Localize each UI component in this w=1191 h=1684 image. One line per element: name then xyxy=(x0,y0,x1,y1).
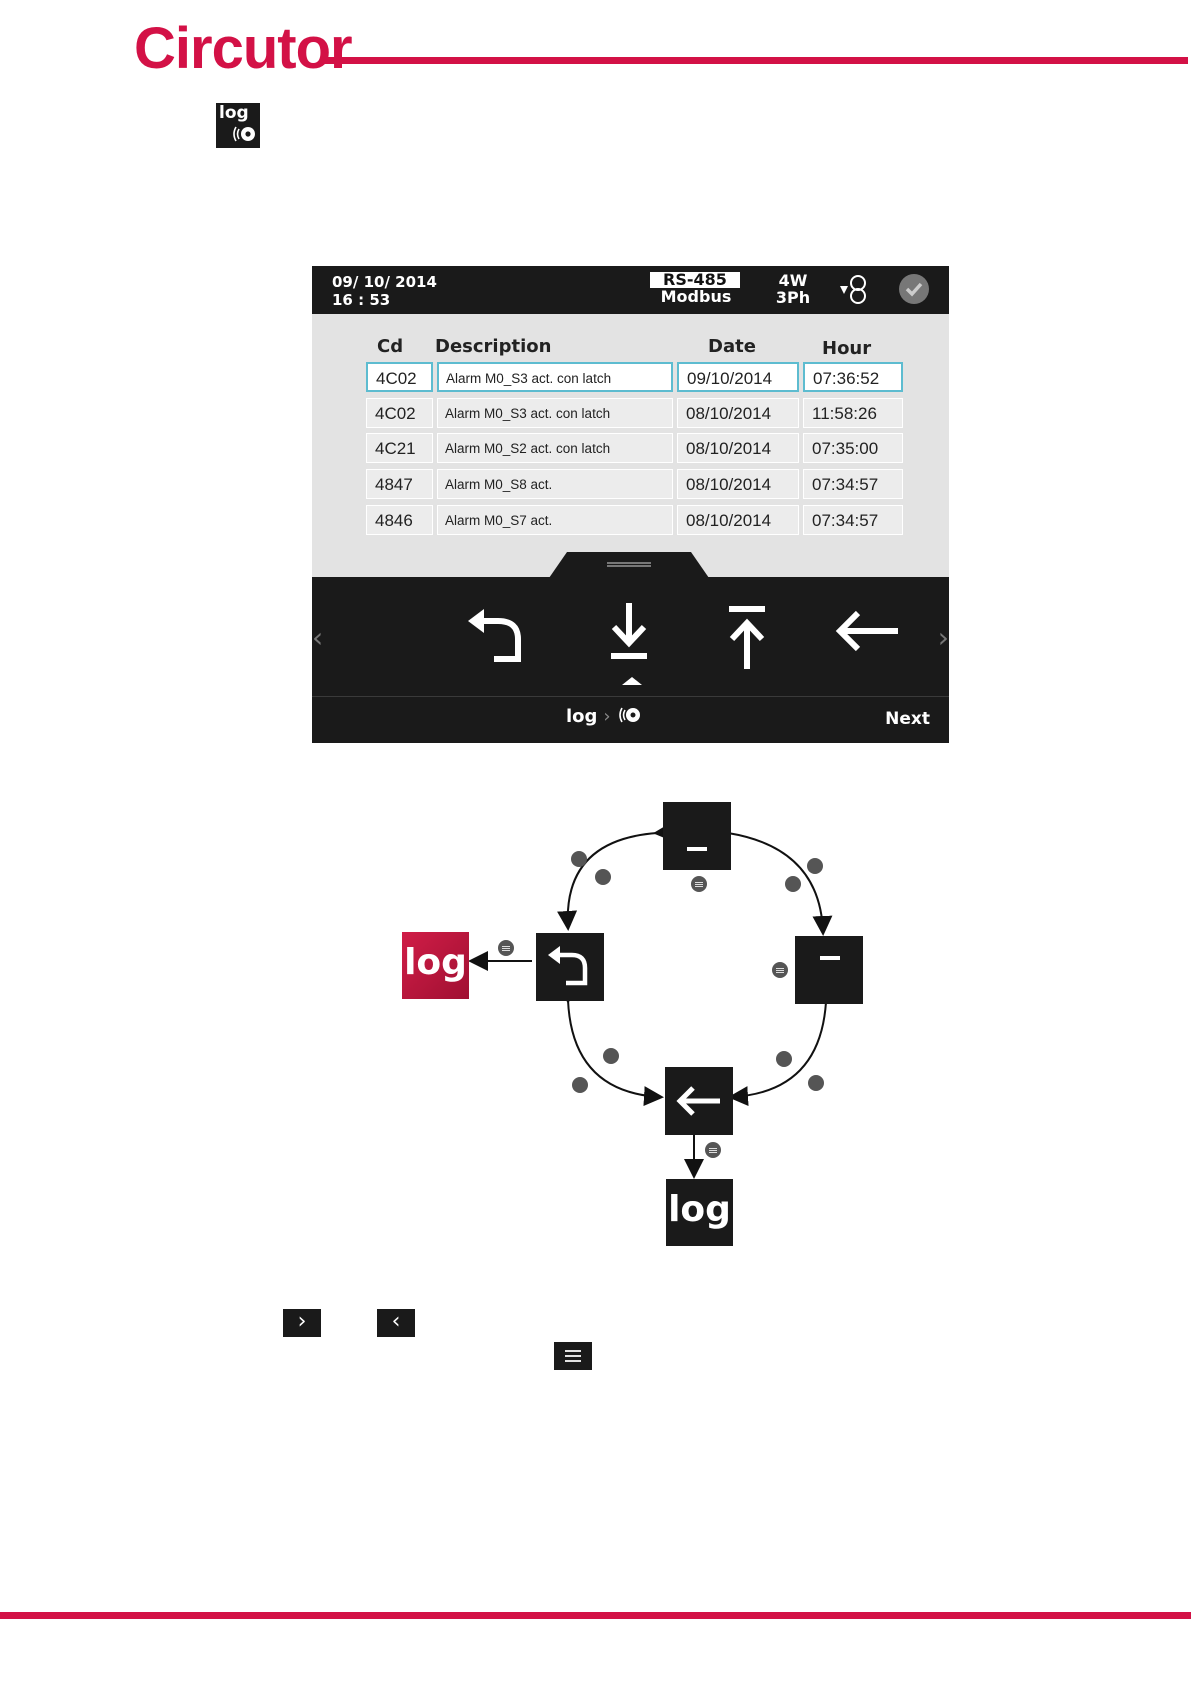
status-bar: 09/ 10/ 2014 16 : 53 RS-485 Modbus 4W 3P… xyxy=(312,266,949,314)
breadcrumb: log› xyxy=(566,706,643,727)
brand-logo: Circutor xyxy=(134,16,353,81)
col-header-description: Description xyxy=(435,336,552,357)
cell-date: 09/10/2014 xyxy=(677,362,799,392)
key-dot xyxy=(571,851,587,867)
log-storage-icon xyxy=(618,707,640,723)
wiring-phases: 3Ph xyxy=(775,288,811,307)
log-badge-label: log xyxy=(219,103,249,123)
key-dot xyxy=(808,1075,824,1091)
log-storage-icon xyxy=(233,126,255,142)
cell-date: 08/10/2014 xyxy=(677,505,799,535)
caret-up-icon xyxy=(622,677,642,685)
arc-top-left xyxy=(557,821,674,931)
wiring-indicator: 4W 3Ph xyxy=(772,272,814,306)
go-to-bottom-icon[interactable] xyxy=(594,601,664,671)
return-tile xyxy=(536,933,604,1001)
col-header-hour: Hour xyxy=(822,338,872,359)
breadcrumb-root: log xyxy=(566,706,598,727)
log-tile-left: log xyxy=(402,932,469,999)
col-header-date: Date xyxy=(708,336,756,357)
cell-hour: 07:34:57 xyxy=(803,469,903,499)
key-dot xyxy=(776,1051,792,1067)
status-date: 09/ 10/ 2014 xyxy=(332,273,437,291)
return-icon xyxy=(548,946,588,986)
menu-icon xyxy=(565,1350,581,1362)
menu-key-dot xyxy=(498,940,514,956)
device-screen: 09/ 10/ 2014 16 : 53 RS-485 Modbus 4W 3P… xyxy=(312,266,949,743)
back-arrow-icon xyxy=(676,1086,720,1116)
go-to-bottom-tile xyxy=(663,802,731,870)
go-to-top-icon[interactable] xyxy=(712,601,782,671)
check-circle-icon xyxy=(899,274,929,304)
wiring-wires: 4W xyxy=(778,271,808,290)
cell-date: 08/10/2014 xyxy=(677,398,799,428)
scroll-right-icon[interactable]: › xyxy=(937,621,949,654)
protocol-indicator: RS-485 Modbus xyxy=(648,272,744,305)
cell-cd: 4C21 xyxy=(366,433,433,463)
minus-top-mark xyxy=(820,956,840,960)
return-icon[interactable] xyxy=(464,601,534,671)
right-key[interactable]: › xyxy=(283,1309,321,1337)
cell-hour: 07:36:52 xyxy=(803,362,903,392)
scroll-left-icon[interactable]: ‹ xyxy=(312,621,324,654)
menu-key-dot xyxy=(705,1142,721,1158)
key-dot xyxy=(785,876,801,892)
cell-hour: 11:58:26 xyxy=(803,398,903,428)
menu-key[interactable] xyxy=(554,1342,592,1370)
cell-description: Alarm M0_S3 act. con latch xyxy=(437,362,673,392)
cell-cd: 4846 xyxy=(366,505,433,535)
log-tile-bottom: log xyxy=(666,1179,733,1246)
toolbar-divider xyxy=(312,696,949,697)
cell-cd: 4847 xyxy=(366,469,433,499)
arc-bottom-right xyxy=(728,985,838,1107)
next-button[interactable]: Next xyxy=(885,709,930,729)
cell-description: Alarm M0_S2 act. con latch xyxy=(437,433,673,463)
footer-rule xyxy=(0,1612,1191,1619)
cell-description: Alarm M0_S8 act. xyxy=(437,469,673,499)
menu-key-dot xyxy=(772,962,788,978)
col-header-cd: Cd xyxy=(377,336,404,357)
go-to-top-tile xyxy=(795,936,863,1004)
cell-hour: 07:35:00 xyxy=(803,433,903,463)
cell-date: 08/10/2014 xyxy=(677,469,799,499)
cell-hour: 07:34:57 xyxy=(803,505,903,535)
datetime: 09/ 10/ 2014 16 : 53 xyxy=(332,273,437,309)
arc-top-right xyxy=(710,820,833,936)
menu-key-dot xyxy=(691,876,707,892)
cell-cd: 4C02 xyxy=(366,398,433,428)
key-dot xyxy=(807,858,823,874)
back-arrow-tile xyxy=(665,1067,733,1135)
cell-cd: 4C02 xyxy=(366,362,433,392)
minus-bottom-mark xyxy=(687,847,707,851)
key-dot xyxy=(603,1048,619,1064)
left-key[interactable]: ‹ xyxy=(377,1309,415,1337)
navigation-diagram xyxy=(468,820,838,1179)
cell-description: Alarm M0_S7 act. xyxy=(437,505,673,535)
key-dot xyxy=(595,869,611,885)
transformer-icon xyxy=(840,275,866,304)
cell-date: 08/10/2014 xyxy=(677,433,799,463)
back-arrow-icon[interactable] xyxy=(832,601,902,671)
protocol-bus: RS-485 xyxy=(650,272,740,288)
arc-bottom-left xyxy=(557,983,664,1107)
key-dot xyxy=(572,1077,588,1093)
breadcrumb-separator: › xyxy=(603,706,611,727)
protocol-name: Modbus xyxy=(660,287,732,306)
status-time: 16 : 53 xyxy=(332,291,391,309)
log-badge: log xyxy=(216,103,260,148)
header-rule xyxy=(322,57,1188,64)
cell-description: Alarm M0_S3 act. con latch xyxy=(437,398,673,428)
